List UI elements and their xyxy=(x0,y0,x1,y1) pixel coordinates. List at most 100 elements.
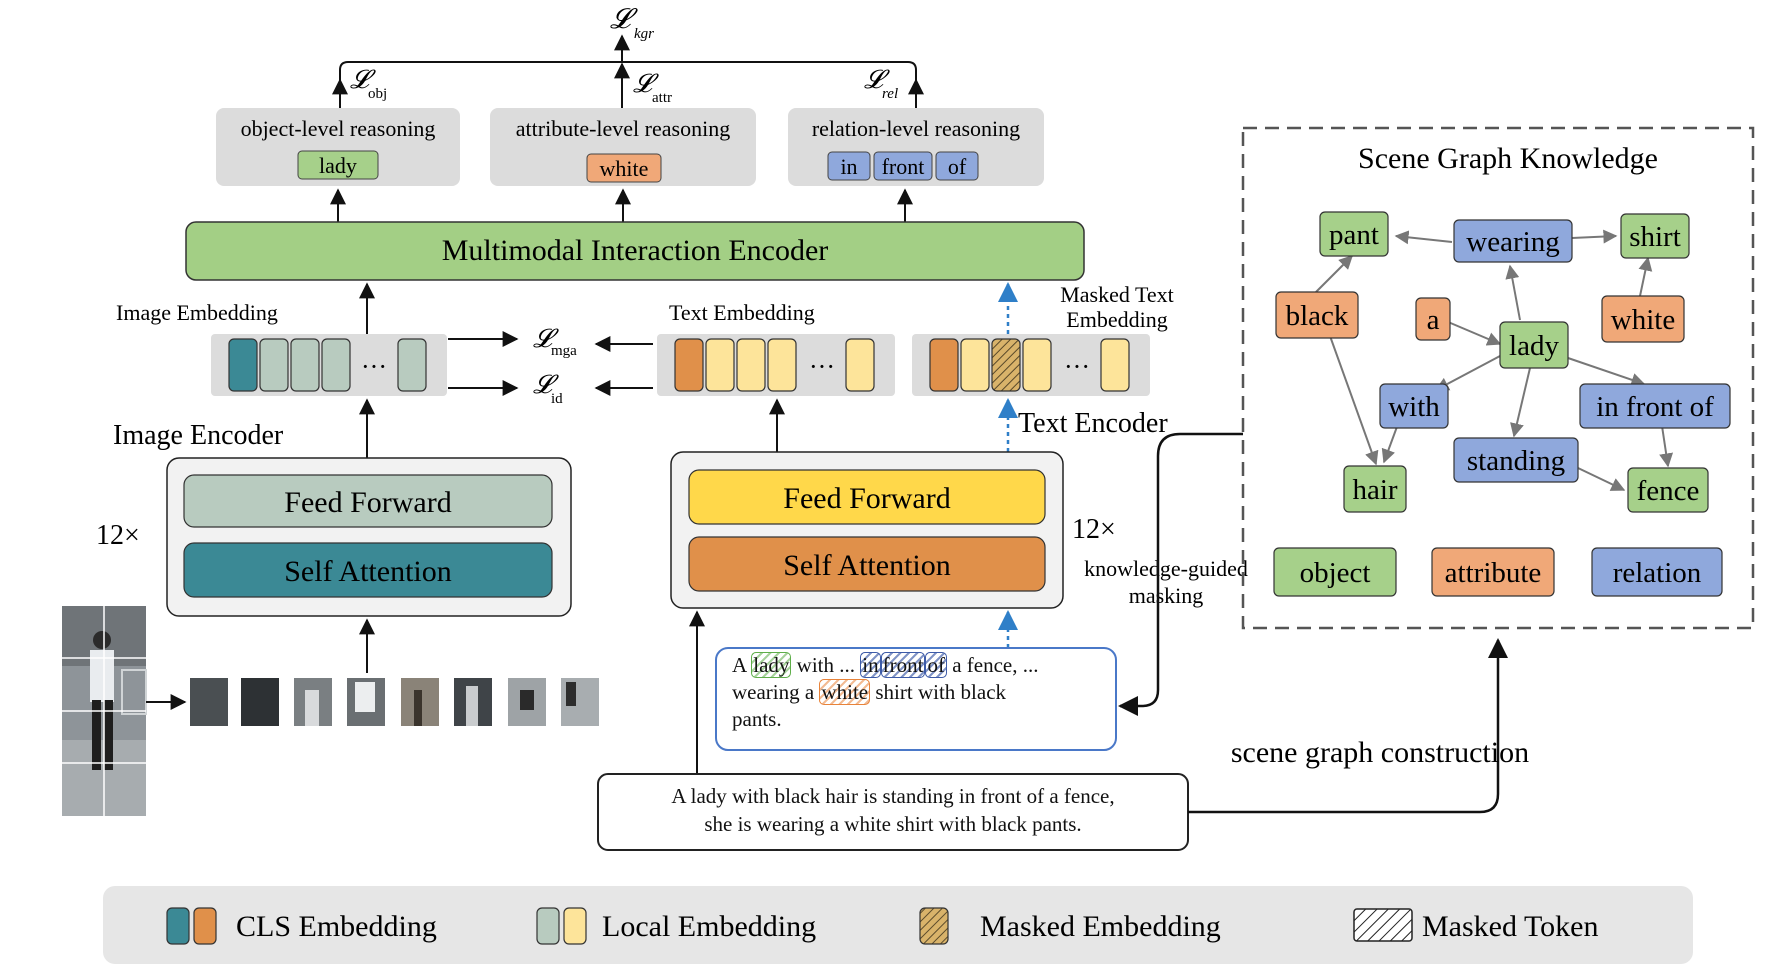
image-self-attention-label: Self Attention xyxy=(284,555,452,588)
image-embedding-ellipsis: ··· xyxy=(361,352,387,381)
loss-obj-subscript: obj xyxy=(368,86,387,102)
masked-embedding-ellipsis: ··· xyxy=(1064,352,1090,381)
node-a-label: a xyxy=(1427,304,1440,336)
node-a: a xyxy=(1415,297,1451,341)
legend-cls-label: CLS Embedding xyxy=(236,910,437,943)
legend-masked-embedding-label: Masked Embedding xyxy=(980,910,1221,943)
loss-obj: 𝓛 obj xyxy=(350,65,387,102)
node-black-label: black xyxy=(1286,300,1349,332)
masked-text-embedding-label-1: Masked Text xyxy=(1060,282,1174,307)
text-encoder-label: Text Encoder xyxy=(1018,408,1168,439)
arrow-sentence-to-scene-graph xyxy=(1188,638,1508,814)
node-fence-label: fence xyxy=(1637,475,1700,507)
loss-rel-subscript: rel xyxy=(882,86,898,102)
image-cls-token xyxy=(228,338,258,392)
relation-token-box-3 xyxy=(935,151,979,181)
text-local-token-1 xyxy=(705,338,735,392)
loss-id-subscript: id xyxy=(551,391,563,407)
node-hair: hair xyxy=(1343,465,1407,513)
node-in-front-of-label: in front of xyxy=(1596,391,1714,423)
relation-level-title: relation-level reasoning xyxy=(812,116,1020,141)
object-token-text: lady xyxy=(319,153,357,178)
node-wearing-label: wearing xyxy=(1466,226,1559,258)
sentence-text: A lady with black hair is standing in fr… xyxy=(598,774,1188,850)
legend-masked-token-label: Masked Token xyxy=(1422,910,1598,943)
masked-token-white: white xyxy=(819,679,871,705)
relation-token-text-3: of xyxy=(948,154,967,179)
masked-token-lady: lady xyxy=(751,652,792,678)
attribute-level-panel: attribute-level reasoning white xyxy=(490,108,756,186)
node-standing-label: standing xyxy=(1467,445,1565,477)
image-feed-forward xyxy=(183,474,553,528)
multimodal-interaction-encoder: Multimodal Interaction Encoder xyxy=(185,221,1085,281)
image-feed-forward-label: Feed Forward xyxy=(284,486,451,519)
image-embedding-label: Image Embedding xyxy=(116,300,278,325)
node-standing: standing xyxy=(1453,437,1579,483)
loss-attr: 𝓛 attr xyxy=(633,69,672,106)
sg-legend-object-label: object xyxy=(1300,557,1371,589)
node-black: black xyxy=(1275,291,1359,339)
caption-words-with: with ... xyxy=(796,653,856,677)
sentence-line-1: A lady with black hair is standing in fr… xyxy=(671,784,1115,808)
text-feed-forward-label: Feed Forward xyxy=(783,482,950,515)
loss-attr-subscript: attr xyxy=(652,90,672,106)
node-hair-label: hair xyxy=(1352,474,1397,506)
text-embedding-sequence: ··· xyxy=(657,334,895,396)
object-token-box xyxy=(297,150,379,180)
text-self-attention-label: Self Attention xyxy=(783,549,951,582)
masked-token-in: in xyxy=(860,652,881,678)
loss-mga: 𝓛 mga xyxy=(533,324,577,359)
relation-token-text-2: front xyxy=(882,154,925,179)
legend-cls-embedding: CLS Embedding xyxy=(166,907,437,945)
node-white: white xyxy=(1601,295,1685,343)
relation-token-box-1 xyxy=(827,151,871,181)
image-local-token-n xyxy=(397,338,427,392)
text-encoder-repeat: 12× xyxy=(1072,514,1116,545)
attribute-token-text: white xyxy=(600,156,649,181)
image-local-token-1 xyxy=(259,338,289,392)
node-shirt-label: shirt xyxy=(1629,221,1681,253)
masked-cls-token xyxy=(929,338,959,392)
attribute-token-box xyxy=(586,153,662,183)
node-with-label: with xyxy=(1388,391,1440,423)
text-embedding-ellipsis: ··· xyxy=(809,352,835,381)
node-with: with xyxy=(1379,383,1449,429)
text-cls-token xyxy=(674,338,704,392)
node-wearing: wearing xyxy=(1453,219,1573,263)
object-level-panel: object-level reasoning lady xyxy=(216,108,460,186)
caption-words-fence: a fence, ... wearing a xyxy=(732,653,1039,704)
knowledge-guided-masking-line1: knowledge-guided xyxy=(1084,556,1248,581)
loss-id: 𝓛 id xyxy=(533,370,563,407)
image-encoder-repeat: 12× xyxy=(96,520,140,551)
loss-merge-bracket xyxy=(339,61,917,84)
scene-graph-title: Scene Graph Knowledge xyxy=(1358,142,1658,175)
attribute-level-title: attribute-level reasoning xyxy=(516,116,730,141)
text-embedding-label: Text Embedding xyxy=(669,300,815,325)
image-local-token-3 xyxy=(321,338,351,392)
text-self-attention xyxy=(688,536,1046,592)
node-white-label: white xyxy=(1611,304,1675,336)
relation-level-panel: relation-level reasoning in front of xyxy=(788,108,1044,186)
sg-legend-object: object xyxy=(1273,547,1397,597)
legend-masked-token: Masked Token xyxy=(1353,908,1598,943)
loss-rel: 𝓛 rel xyxy=(864,65,898,102)
legend-local-label: Local Embedding xyxy=(602,910,816,943)
loss-kgr-subscript: kgr xyxy=(634,26,654,42)
masked-text-embedding-label-2: Embedding xyxy=(1066,307,1167,332)
loss-mga-subscript: mga xyxy=(551,343,577,359)
image-embedding-sequence: ··· xyxy=(211,334,447,396)
multimodal-encoder-label: Multimodal Interaction Encoder xyxy=(442,234,829,267)
text-local-token-2 xyxy=(736,338,766,392)
loss-kgr: 𝓛 kgr xyxy=(610,4,654,42)
text-encoder-block: Feed Forward Self Attention xyxy=(670,451,1064,609)
node-pant: pant xyxy=(1319,211,1389,257)
object-level-title: object-level reasoning xyxy=(241,116,436,141)
legend-local-embedding: Local Embedding xyxy=(536,907,816,945)
masked-local-token-n xyxy=(1100,338,1130,392)
bottom-legend-panel xyxy=(103,886,1693,964)
text-local-token-3 xyxy=(767,338,797,392)
sg-legend-relation-label: relation xyxy=(1613,557,1702,589)
node-lady-label: lady xyxy=(1509,330,1559,362)
